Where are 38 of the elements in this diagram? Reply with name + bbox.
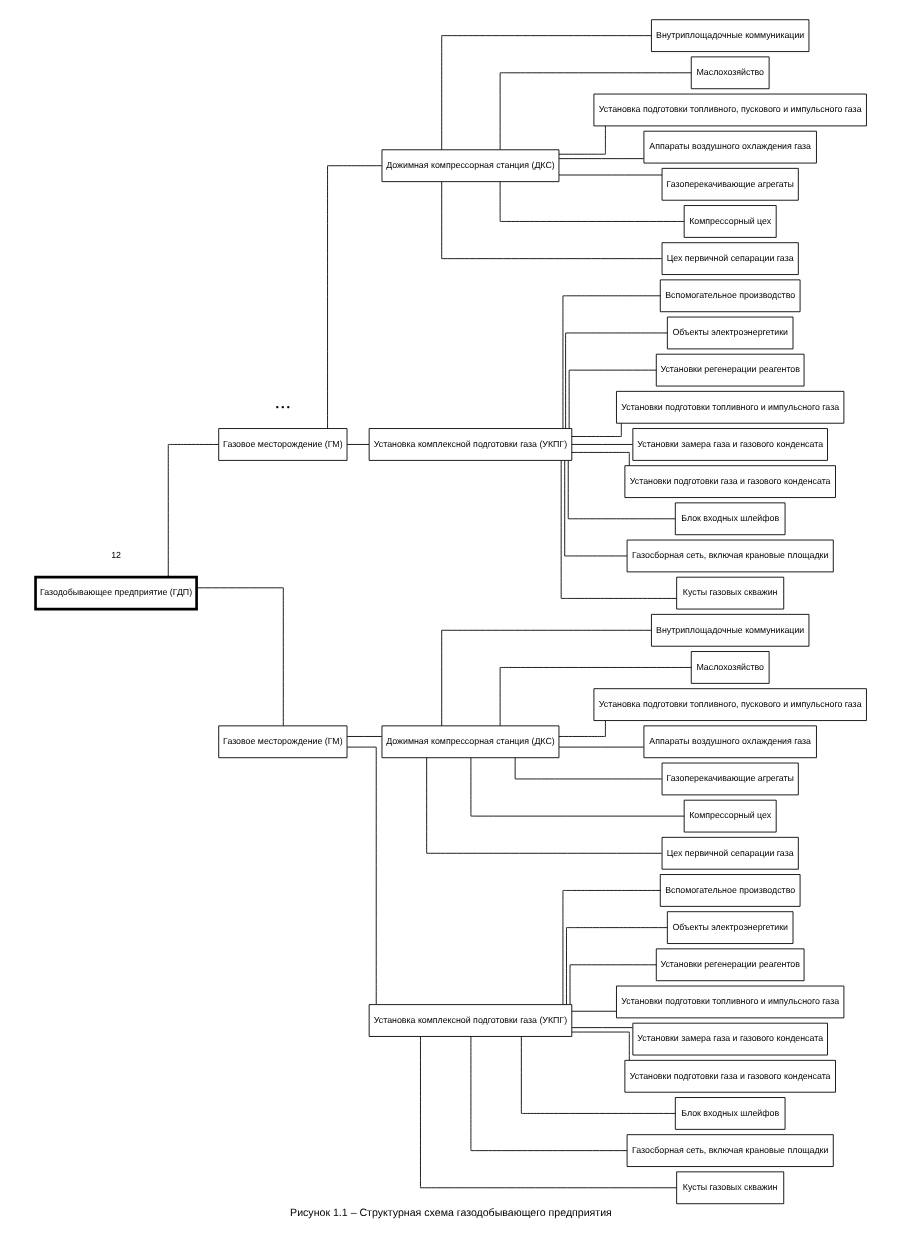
connector [345, 746, 376, 1005]
connector [561, 890, 660, 1006]
connector [567, 369, 656, 429]
connector [166, 444, 218, 578]
connector [570, 422, 621, 437]
connector [557, 174, 662, 176]
connector [559, 460, 676, 599]
connector [519, 1036, 675, 1114]
connector [570, 1031, 629, 1061]
connector [565, 927, 667, 1005]
connector [564, 332, 667, 429]
connector [498, 667, 691, 727]
connector [440, 629, 651, 727]
connector [568, 964, 656, 1005]
connector [557, 720, 605, 737]
connector [498, 181, 684, 222]
connector [557, 125, 605, 155]
connector [570, 1010, 616, 1012]
connector [469, 757, 684, 817]
connector [498, 72, 691, 150]
connector [345, 736, 382, 737]
connector [561, 295, 660, 429]
connector [557, 746, 644, 748]
connector [566, 460, 675, 520]
connector [440, 181, 662, 260]
connector [563, 460, 627, 557]
connector [469, 1036, 627, 1152]
connector [570, 444, 632, 445]
connector [557, 158, 644, 160]
connector [513, 757, 662, 780]
connector [419, 1036, 677, 1189]
connector [326, 165, 382, 429]
connector [345, 444, 369, 445]
connector [195, 587, 283, 727]
connector [570, 452, 629, 467]
connector [570, 1027, 632, 1029]
connector [440, 35, 651, 151]
connector [425, 757, 662, 854]
